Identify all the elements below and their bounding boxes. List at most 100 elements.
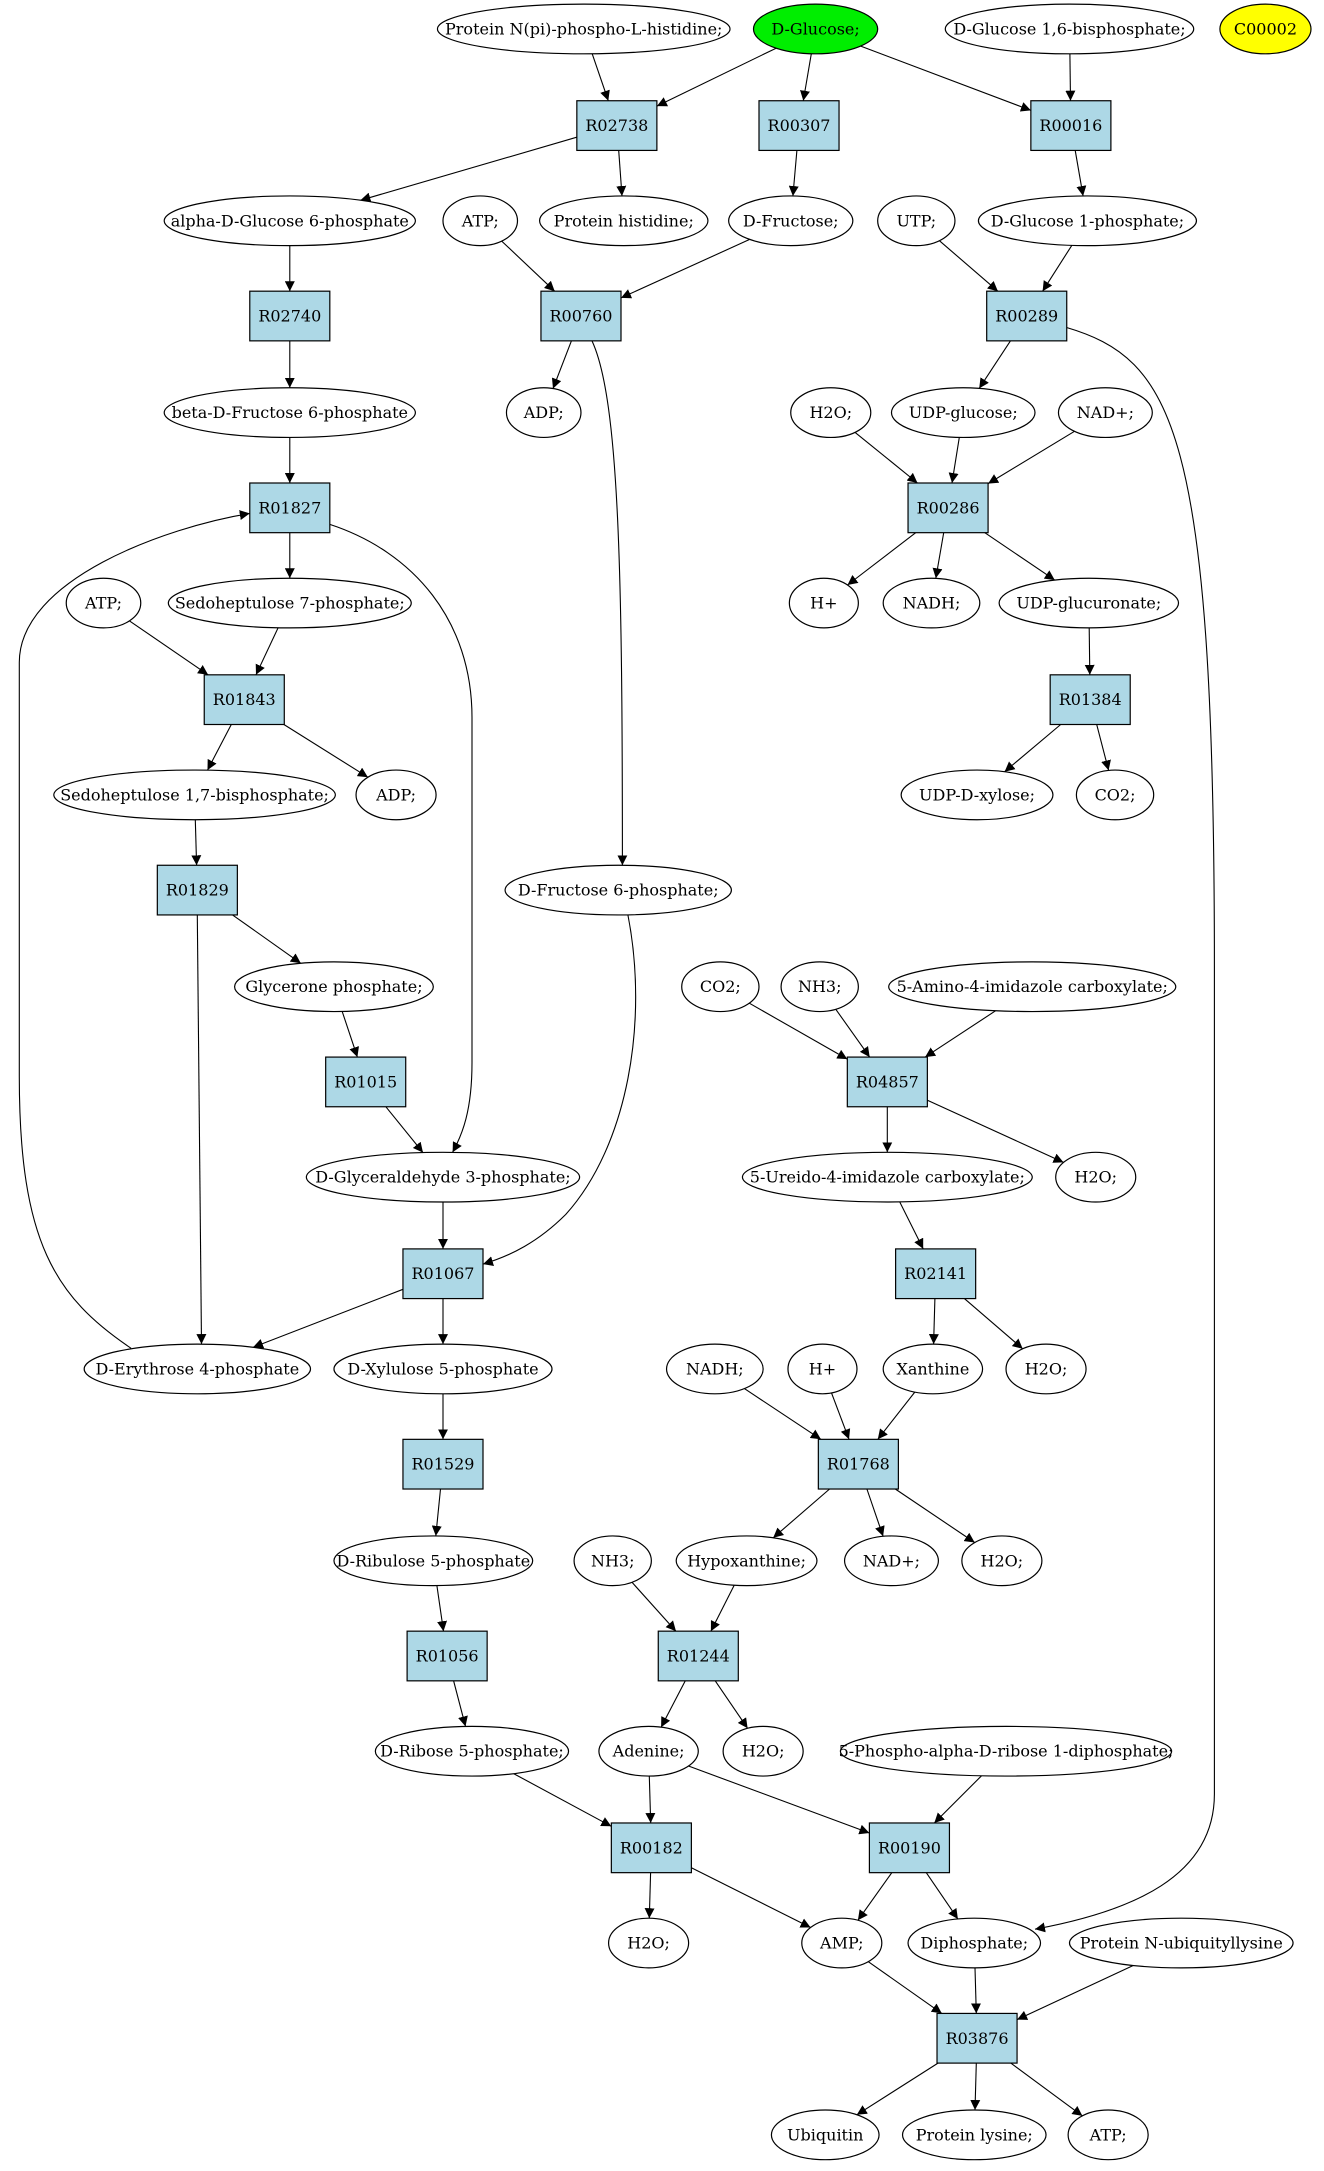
compound-adp_1[interactable]: ADP; bbox=[505, 387, 582, 439]
compound-xylulose_5p[interactable]: D-Xylulose 5-phosphate bbox=[333, 1343, 553, 1395]
reaction-r00190[interactable]: R00190 bbox=[868, 1822, 951, 1874]
compound-h2o_5[interactable]: H2O; bbox=[722, 1725, 804, 1777]
compound-nh3_2[interactable]: NH3; bbox=[573, 1535, 652, 1587]
compound-co2_1[interactable]: CO2; bbox=[1075, 769, 1155, 821]
reaction-r00286[interactable]: R00286 bbox=[907, 482, 989, 534]
reaction-r01829[interactable]: R01829 bbox=[156, 864, 238, 916]
reaction-r00016[interactable]: R00016 bbox=[1030, 100, 1112, 152]
reaction-r02141[interactable]: R02141 bbox=[895, 1248, 977, 1300]
compound-atp_1[interactable]: ATP; bbox=[442, 195, 519, 247]
compound-erythrose_4p[interactable]: D-Erythrose 4-phosphate bbox=[83, 1343, 312, 1395]
compound-xanthine[interactable]: Xanthine bbox=[882, 1343, 984, 1395]
edge-amino_imidazole-to-R04857 bbox=[924, 1010, 997, 1058]
compound-h2o_3[interactable]: H2O; bbox=[1005, 1343, 1087, 1395]
compound-ellipse bbox=[787, 1343, 858, 1395]
compound-co2_2[interactable]: CO2; bbox=[681, 961, 760, 1013]
reaction-r00289[interactable]: R00289 bbox=[986, 290, 1068, 342]
compound-d_glucose[interactable]: D-Glucose; bbox=[752, 3, 879, 55]
edge-R01768-to-hypoxanthine bbox=[772, 1488, 830, 1539]
compound-udp_glucuronate[interactable]: UDP-glucuronate; bbox=[998, 577, 1180, 629]
compound-nh3_1[interactable]: NH3; bbox=[780, 961, 859, 1013]
reaction-r01056[interactable]: R01056 bbox=[406, 1630, 488, 1682]
compound-utp[interactable]: UTP; bbox=[877, 195, 956, 247]
compound-ubiquitin[interactable]: Ubiquitin bbox=[770, 2109, 880, 2161]
compound-amp[interactable]: AMP; bbox=[801, 1917, 883, 1969]
reaction-r01827[interactable]: R01827 bbox=[249, 482, 331, 534]
compound-diphosphate[interactable]: Diphosphate; bbox=[907, 1917, 1042, 1969]
reaction-box bbox=[249, 290, 331, 342]
compound-protein_ubiq[interactable]: Protein N-ubiquityllysine bbox=[1068, 1917, 1294, 1969]
compound-d_glucose_16bp[interactable]: D-Glucose 1,6-bisphosphate; bbox=[944, 3, 1195, 55]
compound-label: D-Glyceraldehyde 3-phosphate; bbox=[315, 1168, 570, 1187]
compound-nad_2[interactable]: NAD+; bbox=[843, 1535, 939, 1587]
compound-protein_histidine[interactable]: Protein histidine; bbox=[538, 195, 709, 247]
compound-atp_3[interactable]: ATP; bbox=[1067, 2109, 1149, 2161]
edge-h_2-to-R01768 bbox=[830, 1392, 851, 1440]
reaction-r00760[interactable]: R00760 bbox=[540, 290, 622, 342]
compound-h2o_4[interactable]: H2O; bbox=[961, 1535, 1043, 1587]
compound-label: D-Glucose; bbox=[771, 19, 859, 38]
compound-protein_nphospho[interactable]: Protein N(pi)-phospho-L-histidine; bbox=[436, 3, 731, 55]
reaction-box bbox=[907, 482, 989, 534]
edge-R04857-to-h2o_2 bbox=[927, 1099, 1064, 1163]
reaction-r01244[interactable]: R01244 bbox=[657, 1630, 739, 1682]
edge-nadh_2-to-R01768 bbox=[744, 1388, 822, 1440]
compound-sedoheptulose_7p[interactable]: Sedoheptulose 7-phosphate; bbox=[167, 577, 412, 629]
reaction-label: R01829 bbox=[166, 881, 229, 900]
compound-g3p[interactable]: D-Glyceraldehyde 3-phosphate; bbox=[305, 1151, 581, 1203]
reaction-r01529[interactable]: R01529 bbox=[402, 1438, 484, 1490]
compound-ellipse bbox=[442, 195, 519, 247]
reaction-r01843[interactable]: R01843 bbox=[203, 674, 285, 726]
compound-adenine[interactable]: Adenine; bbox=[598, 1725, 699, 1777]
compound-d_glucose_1p[interactable]: D-Glucose 1-phosphate; bbox=[977, 195, 1198, 247]
compound-ribulose_5p[interactable]: D-Ribulose 5-phosphate bbox=[333, 1535, 534, 1587]
reaction-r00307[interactable]: R00307 bbox=[758, 100, 840, 152]
reaction-r02740[interactable]: R02740 bbox=[249, 290, 331, 342]
compound-h2o_6[interactable]: H2O; bbox=[607, 1917, 690, 1969]
compound-hypoxanthine[interactable]: Hypoxanthine; bbox=[675, 1535, 818, 1587]
compound-h_2[interactable]: H+ bbox=[787, 1343, 858, 1395]
compound-glycerone_p[interactable]: Glycerone phosphate; bbox=[233, 961, 434, 1013]
compound-label: alpha-D-Glucose 6-phosphate bbox=[171, 211, 409, 230]
compound-prpp[interactable]: 5-Phospho-alpha-D-ribose 1-diphosphate; bbox=[839, 1725, 1174, 1777]
edge-R00760-to-d_fructose_6p bbox=[591, 340, 628, 866]
reaction-box bbox=[846, 1056, 928, 1108]
compound-h2o_1[interactable]: H2O; bbox=[790, 387, 872, 439]
compound-nadh_2[interactable]: NADH; bbox=[665, 1343, 764, 1395]
edge-erythrose_4p-to-R01827 bbox=[18, 510, 250, 1349]
reaction-r01384[interactable]: R01384 bbox=[1049, 674, 1131, 726]
edge-prpp-to-R00190 bbox=[933, 1775, 982, 1824]
compound-label: UTP; bbox=[896, 211, 936, 230]
reaction-r00182[interactable]: R00182 bbox=[610, 1822, 692, 1874]
compound-d_fructose_6p[interactable]: D-Fructose 6-phosphate; bbox=[504, 864, 732, 916]
reaction-r04857[interactable]: R04857 bbox=[846, 1056, 928, 1108]
compound-ureido_imidazole[interactable]: 5-Ureido-4-imidazole carboxylate; bbox=[741, 1151, 1033, 1203]
compound-b_d_fructose_6p[interactable]: beta-D-Fructose 6-phosphate bbox=[163, 387, 416, 439]
compound-label: AMP; bbox=[819, 1934, 864, 1953]
compound-h_1[interactable]: H+ bbox=[788, 577, 859, 629]
compound-label: UDP-glucuronate; bbox=[1016, 594, 1161, 613]
compound-udp_xylose[interactable]: UDP-D-xylose; bbox=[900, 769, 1054, 821]
compound-h2o_2[interactable]: H2O; bbox=[1055, 1151, 1137, 1203]
reaction-r01768[interactable]: R01768 bbox=[817, 1438, 899, 1490]
compound-nadh_1[interactable]: NADH; bbox=[882, 577, 981, 629]
compound-protein_lysine[interactable]: Protein lysine; bbox=[901, 2109, 1047, 2161]
compound-sedoheptulose_17bp[interactable]: Sedoheptulose 1,7-bisphosphate; bbox=[53, 769, 336, 821]
compound-ellipse bbox=[882, 1343, 984, 1395]
reaction-r01015[interactable]: R01015 bbox=[325, 1056, 407, 1108]
reaction-r03876[interactable]: R03876 bbox=[936, 2012, 1018, 2064]
compound-a_d_glucose_6p[interactable]: alpha-D-Glucose 6-phosphate bbox=[163, 195, 416, 247]
compound-d_fructose[interactable]: D-Fructose; bbox=[728, 195, 854, 247]
compound-ribose_5p[interactable]: D-Ribose 5-phosphate; bbox=[374, 1725, 570, 1777]
compound-ellipse bbox=[355, 769, 437, 821]
compound-atp_2[interactable]: ATP; bbox=[65, 577, 142, 629]
edge-R02738-to-a_d_glucose_6p bbox=[360, 136, 577, 203]
compound-nad_1[interactable]: NAD+; bbox=[1057, 387, 1153, 439]
compound-udp_glucose[interactable]: UDP-glucose; bbox=[890, 387, 1036, 439]
compound-c00002[interactable]: C00002 bbox=[1219, 3, 1312, 55]
reaction-r01067[interactable]: R01067 bbox=[402, 1248, 484, 1300]
compound-adp_2[interactable]: ADP; bbox=[355, 769, 437, 821]
compound-amino_imidazole[interactable]: 5-Amino-4-imidazole carboxylate; bbox=[888, 961, 1177, 1013]
compound-label: NH3; bbox=[798, 977, 842, 996]
reaction-r02738[interactable]: R02738 bbox=[576, 100, 658, 152]
